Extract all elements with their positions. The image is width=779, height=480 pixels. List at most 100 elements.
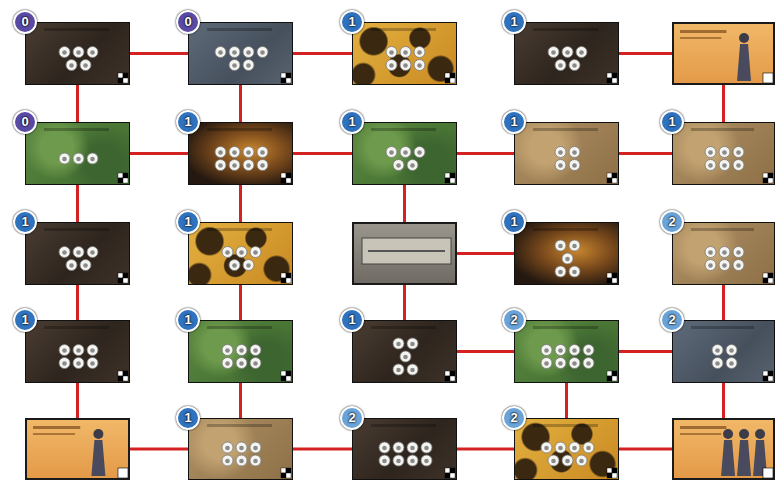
- tile-icon-square: [763, 273, 768, 278]
- level-badge: 1: [340, 10, 364, 34]
- tile-icon-square: [123, 178, 128, 183]
- title-smudge: [371, 424, 436, 427]
- level-badge: 2: [502, 308, 526, 332]
- card-smudge: [680, 30, 726, 33]
- tile-icon-square: [607, 376, 612, 381]
- monster-token: [222, 358, 233, 369]
- monster-token: [555, 60, 566, 71]
- monster-token: [215, 47, 226, 58]
- token-figure: [736, 263, 741, 268]
- monster-token: [733, 247, 744, 258]
- title-smudge: [207, 228, 272, 231]
- path-connector: [722, 285, 725, 320]
- tile-icon-square: [612, 371, 617, 376]
- monster-token: [393, 442, 404, 453]
- token-figure: [715, 348, 720, 353]
- monster-token: [712, 345, 723, 356]
- monster-token: [236, 345, 247, 356]
- tile-icon: [118, 468, 128, 478]
- token-figure: [396, 342, 401, 347]
- tile-art: [353, 321, 456, 382]
- monster-token: [555, 240, 566, 251]
- token-figure: [232, 150, 237, 155]
- token-figure: [382, 459, 387, 464]
- tile-icon-square: [768, 178, 773, 183]
- tile-icon-square: [281, 178, 286, 183]
- monster-token: [555, 442, 566, 453]
- path-connector: [293, 448, 352, 451]
- scenario-tile: 1: [352, 320, 457, 383]
- scenario-tile: 2: [514, 320, 619, 383]
- monster-token: [393, 455, 404, 466]
- monster-token: [569, 266, 580, 277]
- token-figure: [722, 150, 727, 155]
- monster-token: [250, 247, 261, 258]
- monster-token: [407, 455, 418, 466]
- token-figure: [232, 63, 237, 68]
- title-smudge: [533, 424, 598, 427]
- token-figure: [572, 361, 577, 366]
- monster-token: [250, 358, 261, 369]
- monster-token: [73, 345, 84, 356]
- monster-token: [257, 160, 268, 171]
- token-figure: [246, 63, 251, 68]
- path-connector: [76, 85, 79, 122]
- monster-token: [236, 247, 247, 258]
- token-figure: [729, 361, 734, 366]
- token-figure: [62, 50, 67, 55]
- tile-icon-square: [123, 371, 128, 376]
- tile-icon: [763, 468, 773, 478]
- monster-token: [407, 364, 418, 375]
- figure-head: [739, 429, 749, 439]
- tile-icon: [281, 173, 291, 183]
- monster-token: [569, 160, 580, 171]
- tile-icon: [281, 73, 291, 83]
- tile-icon-square: [281, 371, 286, 376]
- tile-icon-square: [281, 273, 286, 278]
- monster-token: [705, 247, 716, 258]
- path-connector: [130, 52, 188, 55]
- level-badge: 1: [176, 210, 200, 234]
- token-figure: [417, 63, 422, 68]
- tile-icon-square: [286, 173, 291, 178]
- tile-art: [189, 23, 292, 84]
- token-figure: [410, 368, 415, 373]
- token-figure: [76, 250, 81, 255]
- tile-icon-square: [607, 173, 612, 178]
- path-connector: [239, 185, 242, 222]
- tile-art: [674, 420, 773, 478]
- figure-body: [737, 440, 751, 476]
- monster-token: [243, 47, 254, 58]
- title-smudge: [44, 128, 109, 131]
- token-figure: [90, 157, 95, 162]
- monster-token: [562, 253, 573, 264]
- tile-art: [673, 321, 774, 382]
- token-figure: [232, 163, 237, 168]
- token-figure: [722, 163, 727, 168]
- monster-token: [400, 47, 411, 58]
- tile-art: [673, 123, 774, 184]
- monster-token: [705, 160, 716, 171]
- monster-token: [726, 358, 737, 369]
- scenario-tile: 1: [352, 122, 457, 185]
- monster-token: [541, 442, 552, 453]
- figure-body: [721, 440, 735, 476]
- tile-icon-square: [286, 78, 291, 83]
- path-connector: [239, 383, 242, 418]
- monster-token: [569, 358, 580, 369]
- tile-icon: [445, 468, 455, 478]
- scenario-tile: 1: [352, 22, 457, 85]
- token-figure: [396, 446, 401, 451]
- monster-token: [66, 60, 77, 71]
- token-figure: [558, 361, 563, 366]
- token-figure: [572, 63, 577, 68]
- tile-icon: [445, 173, 455, 183]
- tile-icon-square: [123, 376, 128, 381]
- token-figure: [551, 50, 556, 55]
- card-smudge: [680, 433, 721, 435]
- token-figure: [396, 459, 401, 464]
- monster-token: [576, 455, 587, 466]
- scenario-tile: 0: [25, 22, 130, 85]
- monster-token: [59, 153, 70, 164]
- monster-token: [569, 442, 580, 453]
